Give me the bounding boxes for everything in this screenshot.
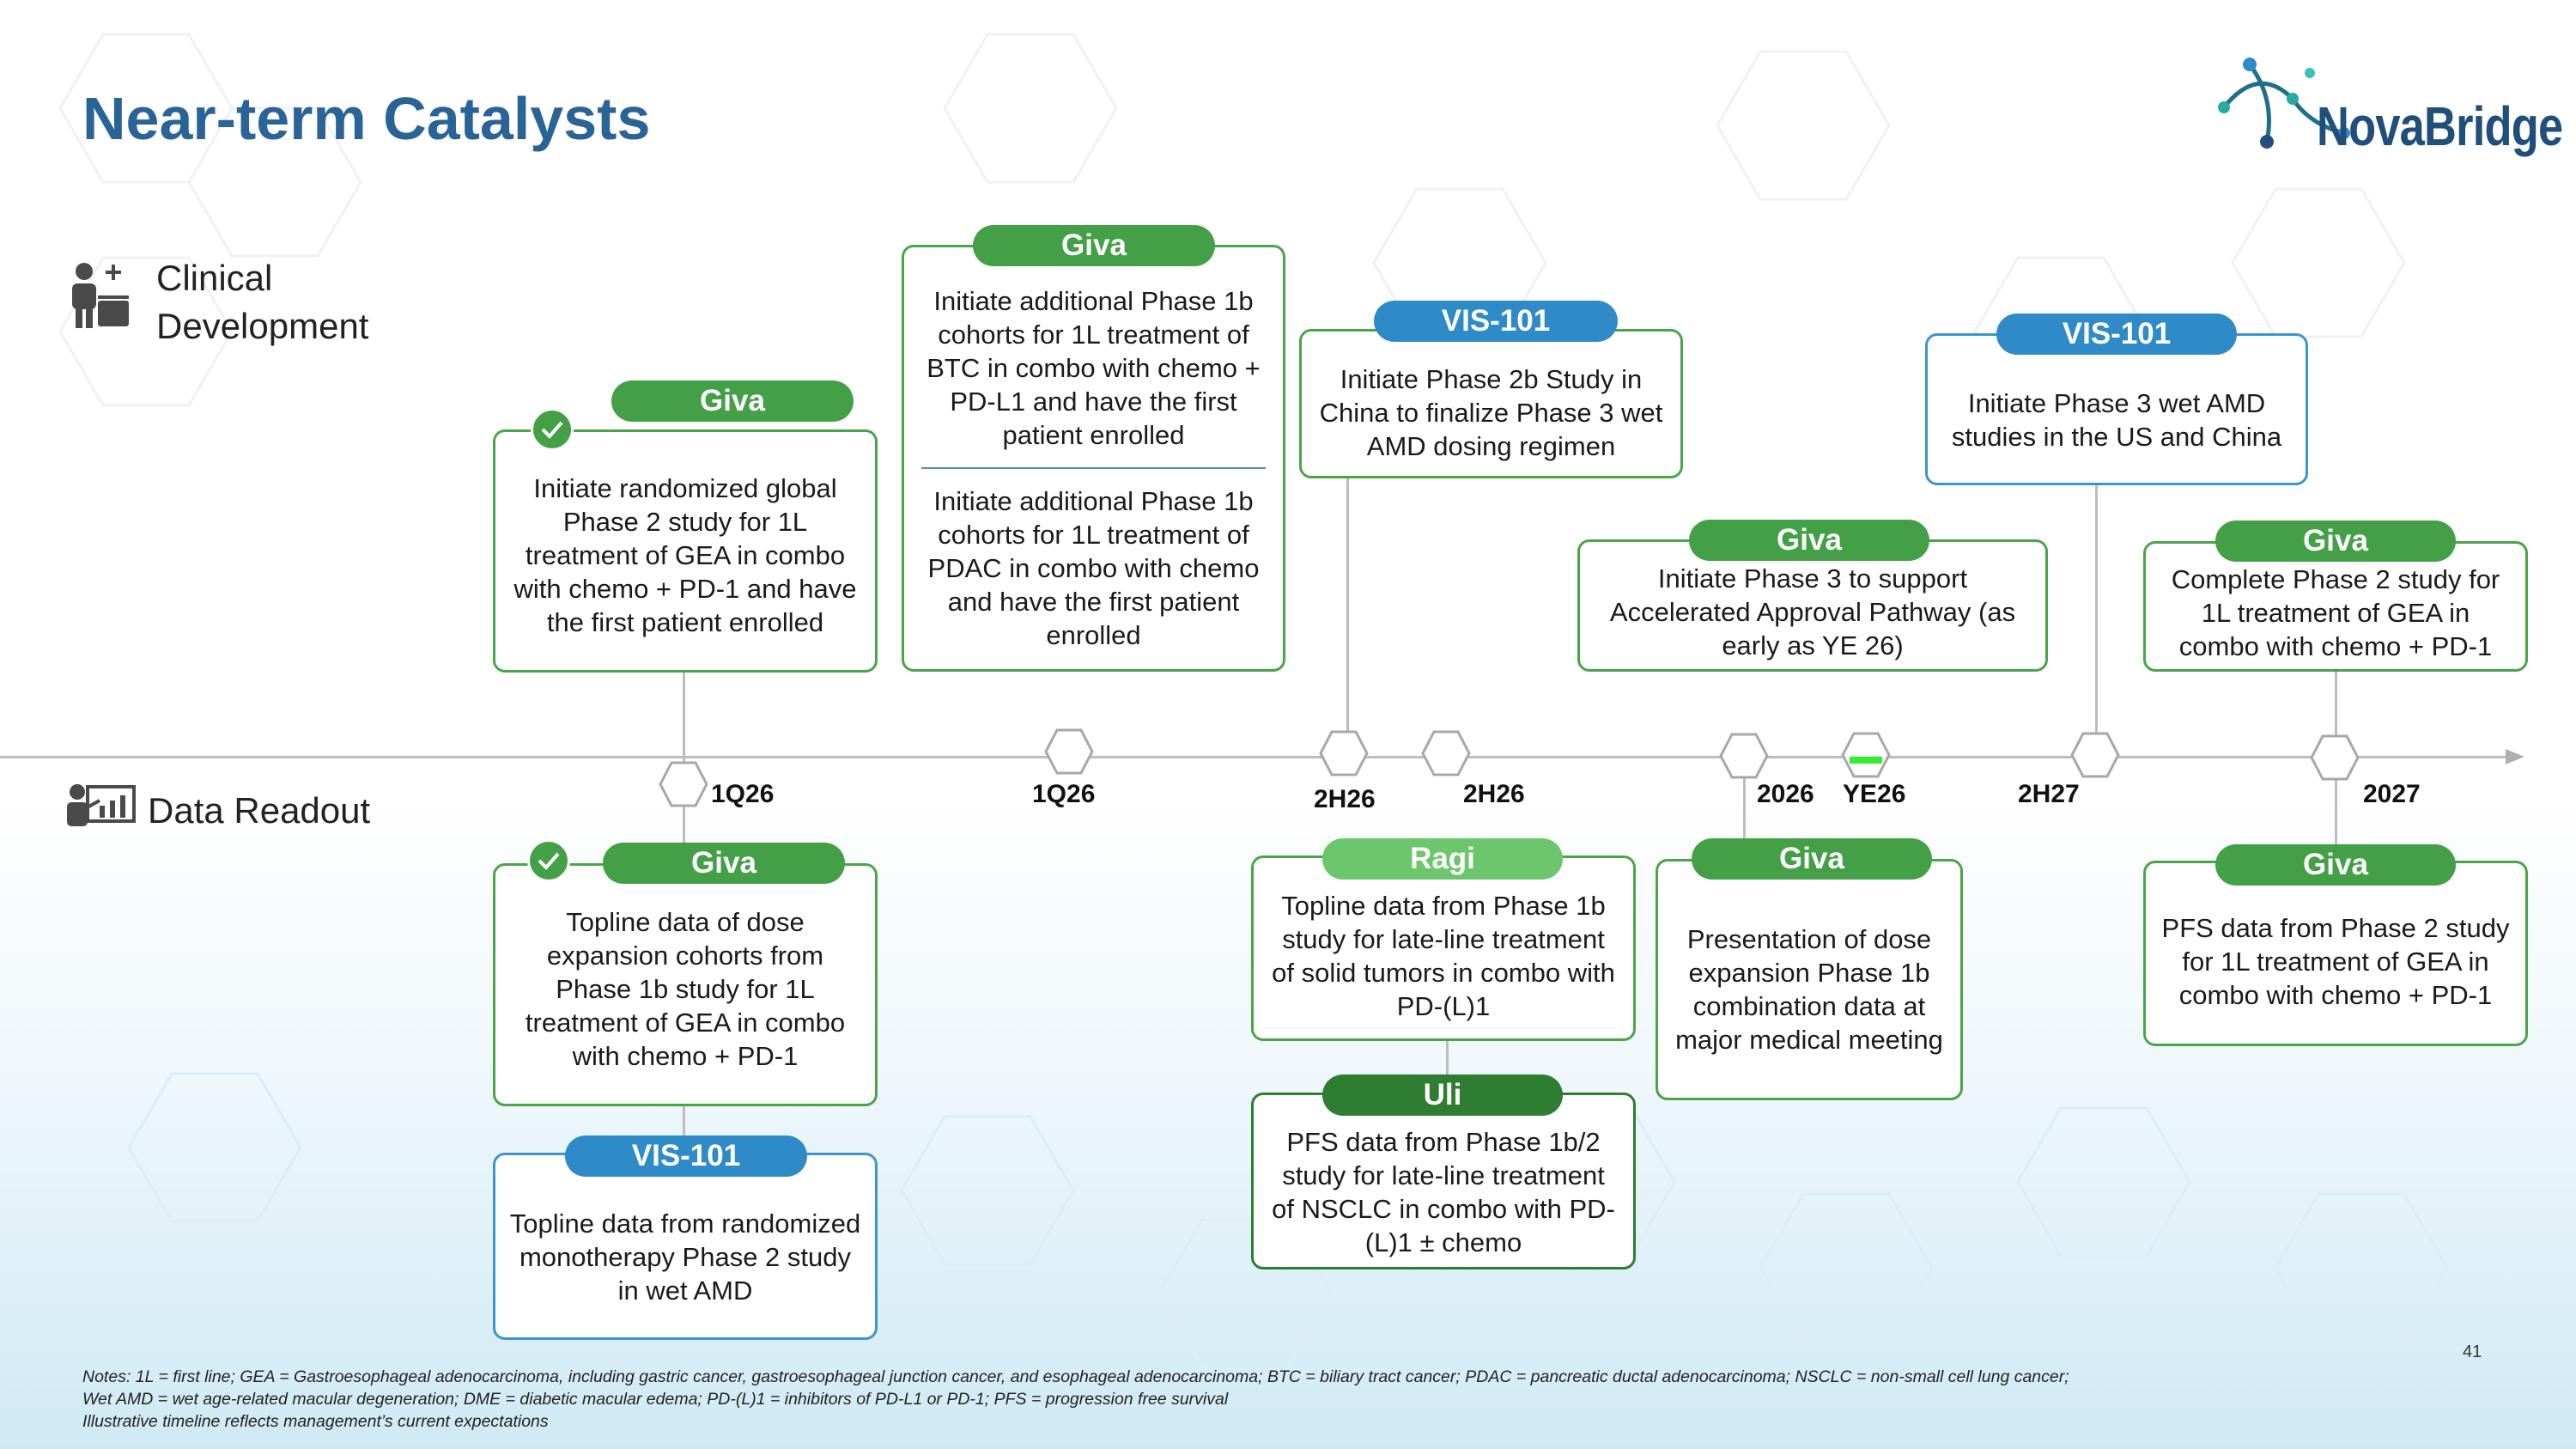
tick-label: 1Q26 bbox=[711, 780, 775, 808]
card-text: Initiate randomized global Phase 2 study… bbox=[513, 473, 857, 637]
readout-card: PFS data from Phase 1b/2 study for late-… bbox=[1251, 1093, 1636, 1269]
timeline-marker bbox=[1719, 733, 1769, 779]
card-text: Topline data from randomized monotherapy… bbox=[509, 1208, 861, 1306]
tick-label: 2H26 bbox=[1463, 780, 1525, 808]
page-number: 41 bbox=[2463, 1342, 2482, 1361]
program-tag: Giva bbox=[973, 225, 1215, 266]
logo-text: NovaBridge bbox=[2317, 95, 2563, 157]
program-tag: Giva bbox=[1692, 838, 1932, 880]
tick-label: YE26 bbox=[1843, 780, 1906, 808]
readout-card: Topline data from randomized monotherapy… bbox=[493, 1153, 878, 1340]
check-icon bbox=[531, 408, 574, 451]
tick-label: 2027 bbox=[2363, 780, 2421, 808]
program-tag: VIS-101 bbox=[1996, 314, 2237, 355]
program-tag: VIS-101 bbox=[1374, 301, 1618, 342]
data-readout-label: Data Readout bbox=[148, 790, 371, 831]
card-text-secondary: Initiate additional Phase 1b cohorts for… bbox=[927, 485, 1260, 650]
footnote-line: Notes: 1L = first line; GEA = Gastroesop… bbox=[82, 1367, 2069, 1386]
program-tag: Giva bbox=[611, 381, 854, 422]
card-text: PFS data from Phase 2 study for 1L treat… bbox=[2161, 912, 2510, 1010]
readout-card: PFS data from Phase 2 study for 1L treat… bbox=[2143, 861, 2528, 1046]
clinical-card: Initiate randomized global Phase 2 study… bbox=[493, 429, 878, 673]
readout-card: Presentation of dose expansion Phase 1b … bbox=[1656, 859, 1963, 1100]
connector bbox=[2095, 485, 2098, 749]
timeline-marker bbox=[659, 761, 708, 807]
novabridge-logo bbox=[2218, 58, 2350, 149]
data-readout-icon bbox=[67, 784, 136, 826]
timeline-marker bbox=[2310, 734, 2360, 781]
clinical-card: Initiate Phase 3 wet AMD studies in the … bbox=[1925, 333, 2308, 485]
program-tag: Uli bbox=[1322, 1075, 1563, 1116]
program-tag: Giva bbox=[1689, 520, 1929, 561]
card-divider bbox=[921, 466, 1266, 469]
tick-label: 1Q26 bbox=[1032, 780, 1096, 808]
connector bbox=[2335, 670, 2337, 739]
card-text: Presentation of dose expansion Phase 1b … bbox=[1675, 923, 1943, 1055]
timeline-axis bbox=[0, 756, 2507, 758]
timeline-marker bbox=[1421, 730, 1471, 776]
card-text: Initiate Phase 3 wet AMD studies in the … bbox=[1951, 387, 2282, 452]
readout-card: Topline data of dose expansion cohorts f… bbox=[493, 863, 878, 1106]
connector bbox=[1446, 1039, 1449, 1095]
clinical-development-label: Clinical Development bbox=[156, 258, 369, 346]
connector bbox=[683, 670, 685, 850]
program-tag: VIS-101 bbox=[565, 1135, 807, 1177]
card-text: PFS data from Phase 1b/2 study for late-… bbox=[1272, 1127, 1615, 1257]
program-tag: Giva bbox=[603, 843, 845, 884]
connector bbox=[2335, 777, 2337, 846]
footnotes: Notes: 1L = first line; GEA = Gastroesop… bbox=[82, 1366, 2069, 1433]
footnote-line: Wet AMD = wet age-related macular degene… bbox=[82, 1390, 1229, 1409]
clinical-card: Initiate Phase 2b Study in China to fina… bbox=[1299, 329, 1683, 478]
connector bbox=[1346, 478, 1349, 749]
tick-label: 2H27 bbox=[2018, 780, 2080, 808]
card-text: Initiate Phase 2b Study in China to fina… bbox=[1319, 363, 1663, 461]
readout-card: Topline data from Phase 1b study for lat… bbox=[1251, 855, 1636, 1041]
tick-label: 2026 bbox=[1757, 780, 1814, 808]
program-tag: Giva bbox=[2215, 521, 2456, 562]
timeline-marker bbox=[1044, 728, 1094, 775]
card-text: Complete Phase 2 study for 1L treatment … bbox=[2171, 563, 2500, 661]
timeline-marker bbox=[2070, 732, 2120, 778]
connector bbox=[1743, 777, 1746, 842]
connector bbox=[683, 1102, 685, 1155]
program-tag: Giva bbox=[2215, 844, 2456, 886]
clinical-card: Initiate additional Phase 1b cohorts for… bbox=[902, 245, 1285, 672]
card-text: Initiate Phase 3 to support Accelerated … bbox=[1609, 563, 2016, 661]
timeline-arrow bbox=[2506, 749, 2524, 764]
timeline-marker-highlight bbox=[1841, 732, 1891, 778]
clinical-card: Initiate Phase 3 to support Accelerated … bbox=[1577, 539, 2048, 672]
clinical-development-icon bbox=[72, 263, 129, 328]
page-title: Near-term Catalysts bbox=[82, 85, 651, 152]
timeline-marker bbox=[1319, 730, 1369, 776]
program-tag: Ragi bbox=[1322, 838, 1563, 880]
footnote-line: Illustrative timeline reflects managemen… bbox=[82, 1412, 549, 1431]
card-text: Topline data of dose expansion cohorts f… bbox=[525, 907, 846, 1071]
check-icon bbox=[527, 839, 570, 882]
card-text: Initiate additional Phase 1b cohorts for… bbox=[927, 285, 1261, 450]
tick-label: 2H26 bbox=[1314, 785, 1376, 813]
card-text: Topline data from Phase 1b study for lat… bbox=[1272, 891, 1615, 1021]
